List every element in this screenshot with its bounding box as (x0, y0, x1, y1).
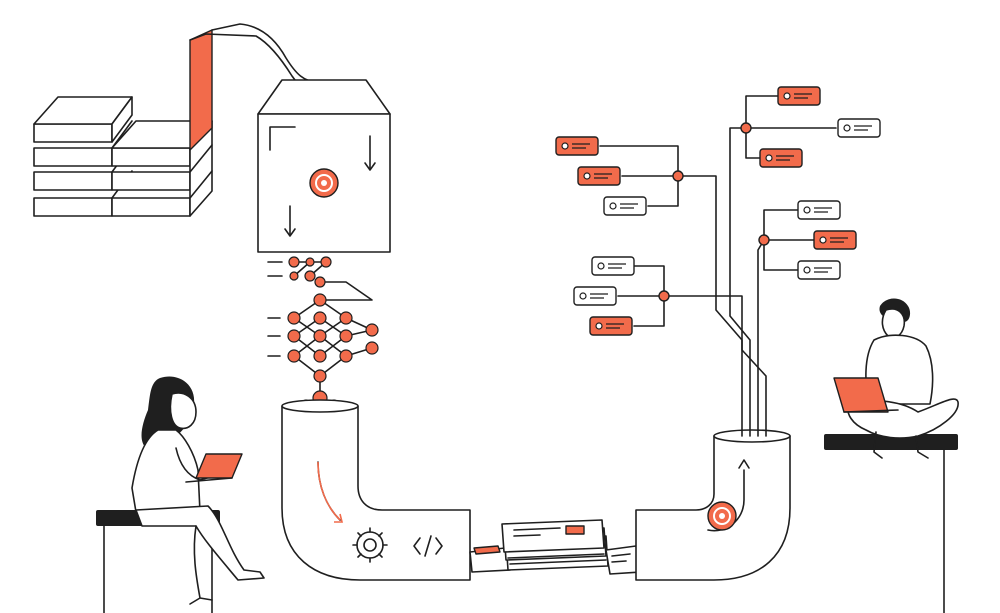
tree-node-card (797, 260, 841, 280)
gear-icon (309, 168, 339, 198)
tree-node-cards (555, 86, 881, 336)
tree-junction (758, 234, 770, 246)
data-block-stacks (33, 23, 327, 217)
laptop-icon (185, 453, 243, 483)
documents-stack (469, 519, 641, 575)
person-right (824, 298, 959, 613)
gear-icon (707, 501, 737, 531)
tree-node-card (777, 86, 821, 106)
tree-junction (740, 122, 752, 134)
tree-junction (672, 170, 684, 182)
data-ribbon (189, 29, 213, 151)
block-stack-left (33, 96, 133, 217)
left-pipe (281, 399, 471, 581)
tree-node-card (603, 196, 647, 216)
bench-right (824, 434, 958, 450)
tree-node-card (759, 148, 803, 168)
right-pipe (635, 429, 791, 581)
laptop-icon (833, 377, 899, 413)
tree-node-card (555, 136, 599, 156)
tree-junction (658, 290, 670, 302)
code-icon (413, 535, 443, 557)
tree-node-card (577, 166, 621, 186)
tree-node-card (837, 118, 881, 138)
tree-node-card (591, 256, 635, 276)
person-left (96, 376, 265, 613)
arrow-up-icon (738, 459, 750, 469)
tree-node-card (573, 286, 617, 306)
tree-node-card (813, 230, 857, 250)
neural-network (267, 256, 379, 409)
decision-tree (599, 95, 837, 327)
processing-box (257, 79, 391, 253)
tree-node-card (589, 316, 633, 336)
tree-node-card (797, 200, 841, 220)
arrow-down-icon (364, 162, 376, 171)
gear-icon (352, 527, 388, 563)
